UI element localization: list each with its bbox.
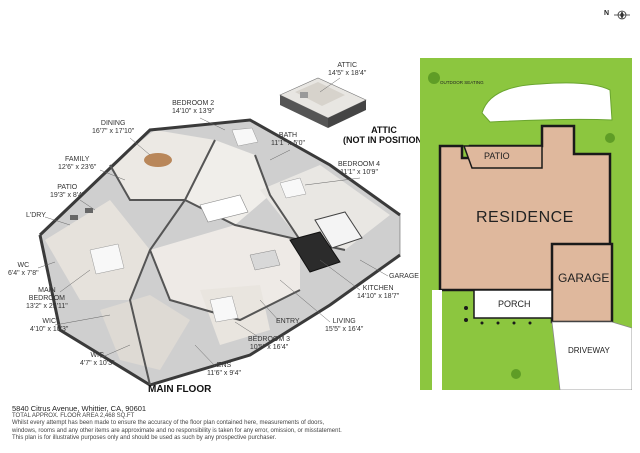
room-label-wic-2: WIC 4'7" x 10'3"	[80, 352, 115, 368]
room-dimensions: 4'7" x 10'3"	[80, 360, 115, 367]
room-label-main-bedroom: MAIN BEDROOM 13'2" x 25'11"	[26, 287, 68, 311]
room-name: BEDROOM 4	[338, 161, 381, 168]
porch-area	[473, 289, 553, 319]
room-label-entry: ENTRY	[276, 318, 300, 326]
room-name: FAMILY	[65, 156, 90, 163]
room-name: LIVING	[332, 318, 356, 325]
room-dimensions: 14'10" x 18'7"	[357, 293, 400, 300]
compass-label: N	[604, 10, 610, 17]
room-name: DINING	[100, 120, 126, 127]
room-dimensions: 6'4" x 7'8"	[8, 270, 39, 277]
room-label-ens: ENS 11'6" x 9'4"	[207, 362, 241, 378]
label-leader-lines	[37, 77, 389, 367]
room-name: MAIN	[38, 287, 56, 294]
room-name: BEDROOM 2	[172, 100, 215, 107]
room-label-bedroom-3: BEDROOM 3 10'5" x 16'4"	[248, 336, 290, 352]
floor-title: MAIN FLOOR	[148, 384, 212, 395]
disclaimer-line-3: This plan is for illustrative purposes o…	[12, 435, 277, 441]
room-dimensions: 13'2" x 25'11"	[26, 303, 68, 310]
room-label-wic-1: WIC 4'10" x 10'3"	[30, 318, 68, 334]
room-name: ENTRY	[276, 318, 300, 325]
site-plan	[420, 58, 632, 390]
room-name: PATIO	[57, 184, 78, 191]
room-dimensions: 14'10" x 13'9"	[172, 108, 215, 115]
attic-note-line2: (NOT IN POSITION)	[343, 135, 425, 145]
room-dimensions: 10'5" x 16'4"	[249, 344, 289, 351]
site-patio-label: PATIO	[484, 151, 510, 161]
room-name: WIC	[90, 352, 105, 359]
room-name: GARAGE	[389, 273, 419, 280]
room-dimensions: 15'5" x 16'4"	[325, 326, 364, 333]
porch-label: PORCH	[498, 299, 531, 309]
room-dimensions: 12'6" x 23'6"	[58, 164, 97, 171]
room-dimensions: 11'1" x 10'9"	[340, 169, 378, 176]
room-label-garage: GARAGE	[389, 273, 419, 281]
room-name: ENS	[216, 362, 232, 369]
disclaimer-line-2: windows, rooms and any other items are a…	[12, 427, 342, 434]
room-label-laundry: L'DRY	[26, 212, 46, 220]
room-dimensions: 16'7" x 17'10"	[92, 128, 135, 135]
room-label-attic: ATTIC 14'5" x 18'4"	[328, 62, 366, 78]
north-compass: N	[602, 6, 632, 24]
total-floor-area: TOTAL APPROX. FLOOR AREA 2,468 SQ.FT	[12, 412, 135, 419]
room-name: ATTIC	[337, 62, 358, 69]
room-label-bedroom-2: BEDROOM 2 14'10" x 13'9"	[172, 100, 214, 116]
room-dimensions: 19'3" x 8'4"	[50, 192, 85, 199]
attic-note: ATTIC (NOT IN POSITION)	[343, 125, 425, 145]
room-dimensions: 4'10" x 10'3"	[30, 326, 69, 333]
room-name: BATH	[278, 132, 298, 139]
room-name: BEDROOM 3	[248, 336, 291, 343]
main-floor-model	[38, 118, 401, 387]
disclaimer-line-1: Whilst every attempt has been made to en…	[12, 420, 325, 426]
room-name: WC	[17, 262, 30, 269]
property-address: 5840 Citrus Avenue, Whittier, CA, 90601	[12, 404, 147, 413]
isometric-floor-plan	[38, 77, 401, 387]
room-name: L'DRY	[26, 212, 46, 219]
room-label-bath: BATH 11'1" x 5'0"	[271, 132, 305, 148]
site-garage-label: GARAGE	[558, 271, 610, 285]
room-label-wc: WC 6'4" x 7'8"	[8, 262, 39, 278]
room-label-family: FAMILY 12'6" x 23'6"	[58, 156, 96, 172]
room-label-patio: PATIO 19'3" x 8'4"	[50, 184, 85, 200]
room-name: KITCHEN	[362, 285, 394, 292]
attic-model	[279, 77, 367, 128]
footer: 5840 Citrus Avenue, Whittier, CA, 90601 …	[12, 405, 342, 443]
room-name: WIC	[42, 318, 56, 325]
driveway-label: DRIVEWAY	[568, 346, 610, 355]
driveway-area	[551, 321, 632, 390]
room-label-bedroom-4: BEDROOM 4 11'1" x 10'9"	[338, 161, 380, 177]
room-name-line2: BEDROOM	[28, 295, 65, 302]
room-label-kitchen: KITCHEN 14'10" x 18'7"	[357, 285, 399, 301]
room-label-dining: DINING 16'7" x 17'10"	[92, 120, 134, 136]
room-label-living: LIVING 15'5" x 16'4"	[325, 318, 363, 334]
residence-label: RESIDENCE	[476, 209, 574, 226]
room-dimensions: 11'1" x 5'0"	[271, 140, 305, 147]
outdoor-seating-label: OUTDOOR SEATING	[440, 80, 484, 85]
room-dimensions: 11'6" x 9'4"	[207, 370, 241, 377]
attic-note-line1: ATTIC	[371, 125, 397, 135]
room-dimensions: 14'5" x 18'4"	[328, 70, 367, 77]
